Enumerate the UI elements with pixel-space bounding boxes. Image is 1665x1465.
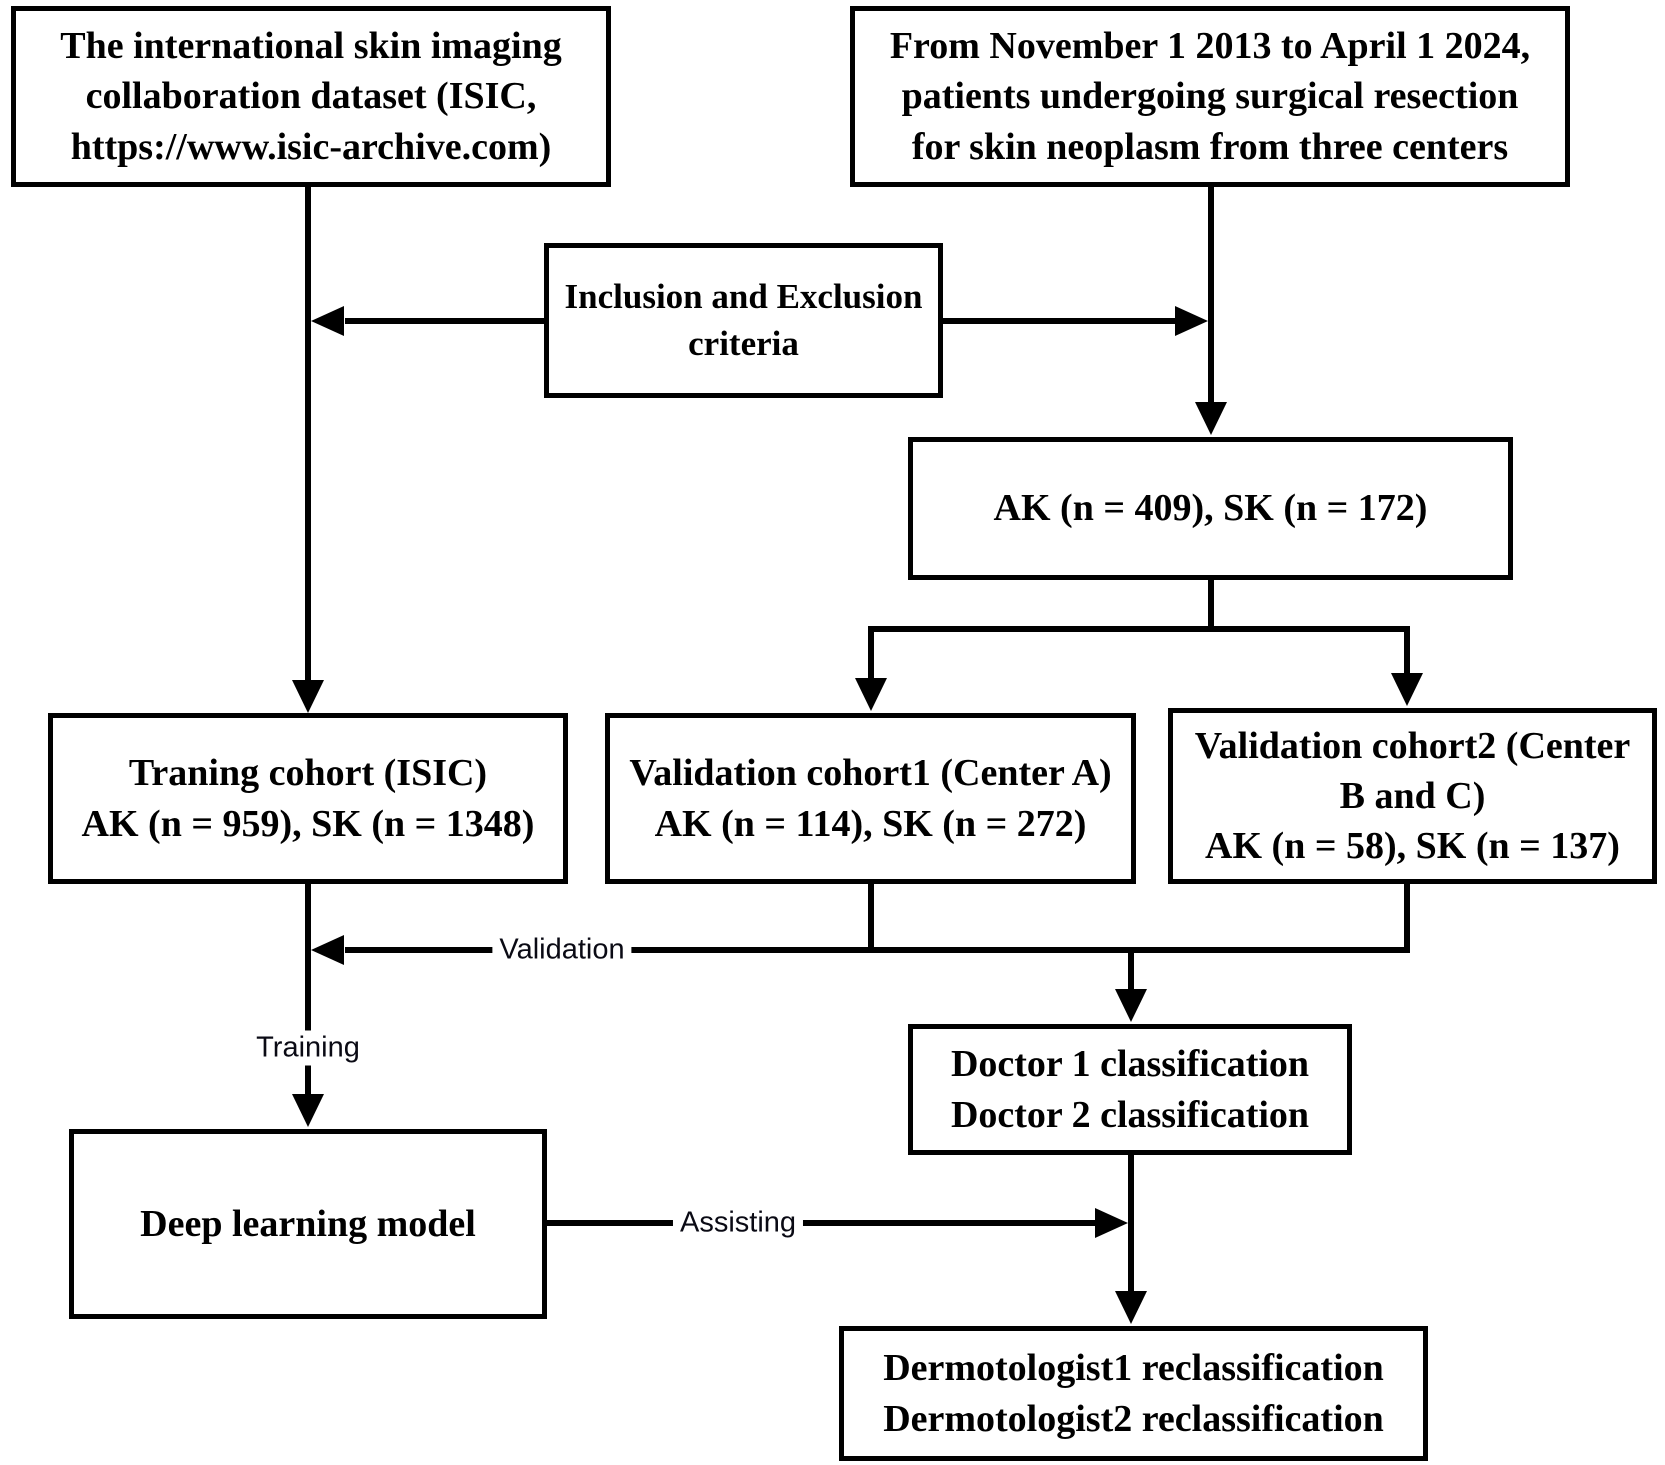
dermatologist-reclassification-box: Dermotologist1 reclassification Dermotol… [839,1326,1428,1461]
three-centers-box: From November 1 2013 to April 1 2024, pa… [850,6,1570,187]
criteria-line1: Inclusion and Exclusion [564,277,923,317]
validation-cohort2-line3: AK (n = 58), SK (n = 137) [1205,825,1620,868]
arrowhead-down-training-cohort [292,680,324,713]
ak-sk-total-line1: AK (n = 409), SK (n = 172) [993,487,1428,530]
arrowhead-down-doctor [1115,989,1147,1022]
arrowhead-left-validation [311,935,344,965]
three-centers-line3: for skin neoplasm from three centers [911,125,1509,168]
validation-cohort2-line1: Validation cohort2 (Center [1194,724,1631,767]
training-cohort-line1: Traning cohort (ISIC) [128,752,488,795]
isic-dataset-line1: The international skin imaging [60,25,562,68]
dermatologist-line1: Dermotologist1 reclassification [883,1347,1384,1390]
edge-aksk-split [868,580,1410,682]
training-edge-label: Training [249,1030,367,1066]
assisting-edge-label: Assisting [672,1205,804,1241]
isic-dataset-line2: collaboration dataset (ISIC, [85,75,537,118]
doctor-classification-box: Doctor 1 classification Doctor 2 classif… [908,1024,1352,1155]
criteria-line2: criteria [688,323,799,363]
validation-cohort1-line1: Validation cohort1 (Center A) [629,752,1112,795]
arrowhead-down-derm [1115,1291,1147,1324]
arrowhead-right-assisting [1095,1208,1128,1238]
arrowhead-left-criteria [311,306,344,336]
validation-edge-label: Validation [492,932,632,968]
doctor-classification-line2: Doctor 2 classification [950,1093,1310,1136]
dermatologist-line2: Dermotologist2 reclassification [883,1397,1384,1440]
isic-dataset-line3: https://www.isic-archive.com) [70,125,552,168]
arrowhead-down-cohort1 [855,678,887,711]
doctor-classification-line1: Doctor 1 classification [950,1043,1310,1086]
arrowhead-down-cohort2 [1391,673,1423,706]
ak-sk-total-box: AK (n = 409), SK (n = 172) [908,437,1513,580]
arrowhead-down-dlm [292,1094,324,1127]
three-centers-line1: From November 1 2013 to April 1 2024, [889,25,1531,68]
validation-cohort2-box: Validation cohort2 (Center B and C) AK (… [1168,708,1657,884]
three-centers-line2: patients undergoing surgical resection [901,75,1519,118]
validation-cohort2-line2: B and C) [1339,774,1486,817]
validation-cohort1-line2: AK (n = 114), SK (n = 272) [654,802,1087,845]
validation-cohort1-box: Validation cohort1 (Center A) AK (n = 11… [605,713,1136,884]
arrowhead-right-criteria [1175,306,1208,336]
training-cohort-box: Traning cohort (ISIC) AK (n = 959), SK (… [48,713,568,884]
isic-dataset-box: The international skin imaging collabora… [11,6,611,187]
deep-learning-model-line1: Deep learning model [140,1202,476,1245]
training-cohort-line2: AK (n = 959), SK (n = 1348) [81,802,535,845]
deep-learning-model-box: Deep learning model [69,1129,547,1319]
criteria-box: Inclusion and Exclusion criteria [544,243,943,398]
arrowhead-down-aksk [1195,402,1227,435]
